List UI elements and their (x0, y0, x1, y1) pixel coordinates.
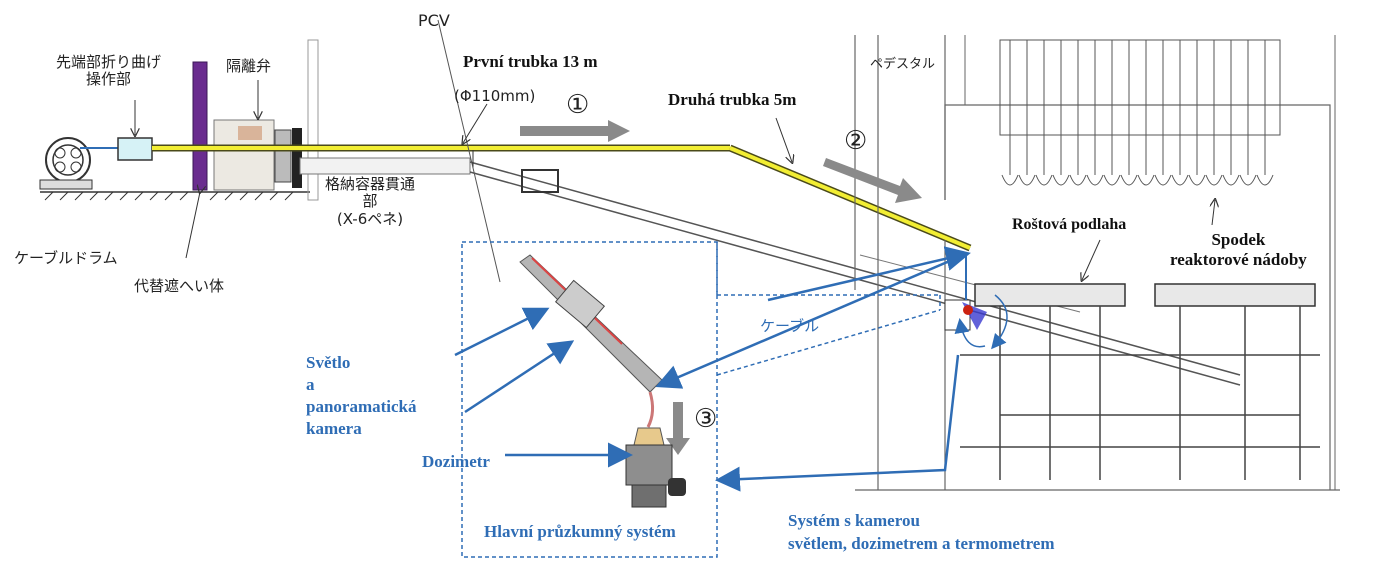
label-pedestal: ペデスタル (870, 57, 936, 72)
direction-arrow-2 (823, 158, 922, 203)
blue-callouts (454, 246, 971, 492)
direction-arrow-3 (666, 402, 690, 455)
label-second-tube: Druhá trubka 5m (668, 90, 797, 109)
alternative-shield-icon (185, 61, 208, 259)
label-vessel-bottom: Spodek reaktorové nádoby (1170, 230, 1307, 269)
label-dosimeter: Dozimetr (422, 452, 490, 471)
ground-floor (40, 39, 319, 201)
label-penetration: 格納容器貫通 部 (X-6ペネ) (325, 175, 416, 228)
pedestal-structure (854, 35, 1340, 491)
label-isolation-valve: 隔離弁 (226, 57, 272, 75)
camera-tip-icon (954, 294, 1008, 350)
step-marker-1: ① (566, 90, 590, 120)
label-leaders (463, 103, 1215, 280)
label-main-system: Hlavní průzkumný systém (484, 522, 676, 541)
main-system-box (461, 241, 941, 558)
label-pcv: PCV (418, 11, 450, 30)
second-tube (728, 144, 972, 252)
label-camera-system: Systém s kamerou světlem, dozimetrem a t… (788, 511, 1055, 553)
bend-operation-box (117, 100, 153, 161)
direction-arrow-1 (520, 120, 630, 142)
step-marker-2: ② (844, 126, 868, 156)
main-exploration-unit (519, 254, 686, 508)
label-tip-bend-operation: 先端部折り曲げ 操作部 (56, 53, 162, 89)
label-first-tube: První trubka 13 m (463, 52, 598, 71)
step-marker-3: ③ (694, 404, 718, 434)
label-alt-shield: 代替遮へい体 (134, 277, 225, 295)
label-cable-drum: ケーブルドラム (14, 249, 118, 267)
label-light-camera: Světlo a panoramatická kamera (306, 353, 417, 439)
isolation-valve-icon (213, 80, 302, 191)
label-cable: ケーブル (760, 317, 820, 335)
label-first-tube-diameter: (Φ110mm) (454, 87, 536, 105)
label-grating-floor: Roštová podlaha (1012, 216, 1127, 233)
grating-platform (944, 283, 1320, 480)
control-rod-drives (999, 39, 1281, 186)
cable-drum-icon (39, 137, 118, 190)
